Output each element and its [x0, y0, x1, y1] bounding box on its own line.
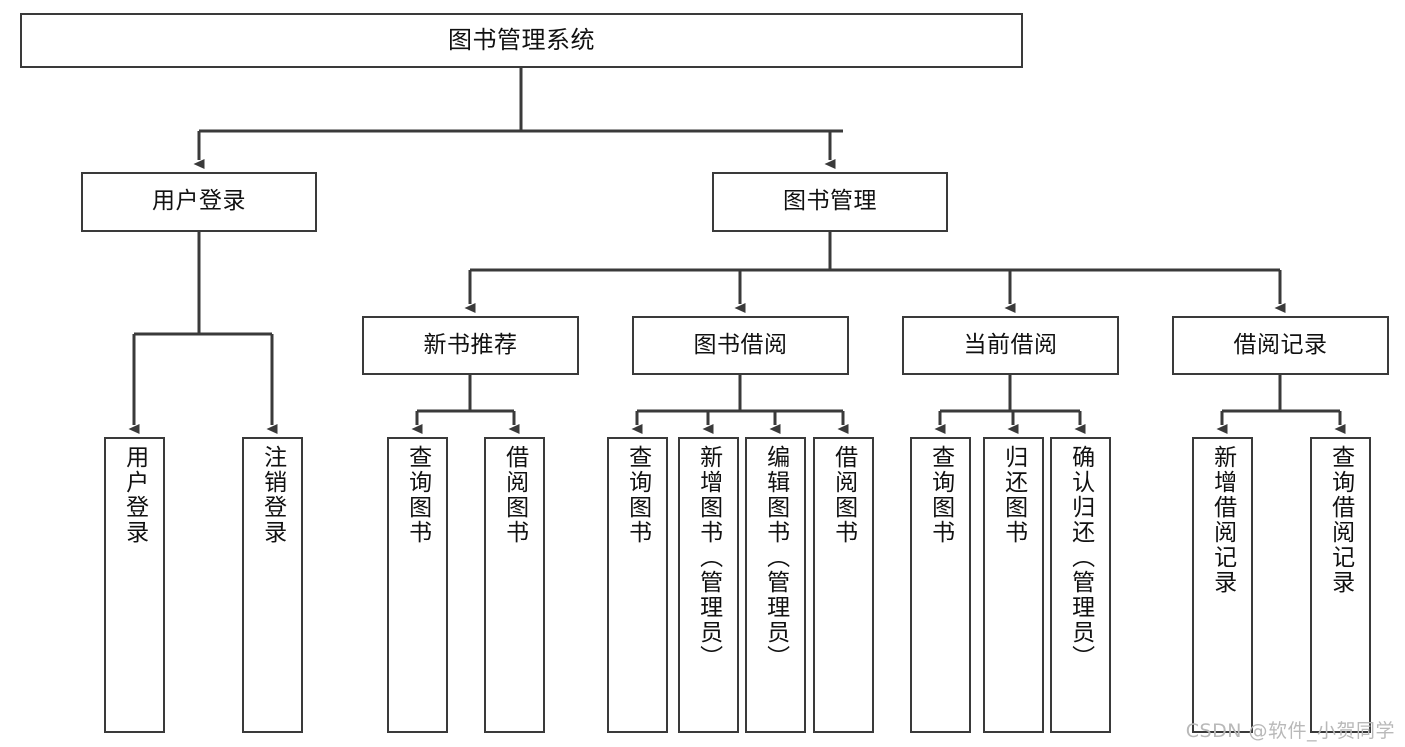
leaf-query-book-1-label: 查询图书	[404, 445, 431, 545]
leaf-user-logout-label: 注销登录	[259, 445, 286, 545]
node-book-manage-label: 图书管理	[783, 188, 877, 215]
leaf-query-book-2-label: 查询图书	[624, 445, 651, 545]
node-current-borrow-label: 当前借阅	[963, 331, 1058, 358]
node-current-borrow[interactable]: 当前借阅	[902, 316, 1119, 375]
node-borrow-record[interactable]: 借阅记录	[1172, 316, 1389, 375]
node-new-book-rec-label: 新书推荐	[423, 331, 518, 358]
leaf-borrow-book-1-label: 借阅图书	[501, 445, 528, 545]
node-root[interactable]: 图书管理系统	[20, 13, 1023, 68]
node-book-borrow-label: 图书借阅	[693, 331, 788, 358]
leaf-return-book[interactable]: 归还图书	[983, 437, 1044, 733]
leaf-edit-book[interactable]: 编辑图书（管理员）	[745, 437, 806, 733]
leaf-borrow-book-2[interactable]: 借阅图书	[813, 437, 874, 733]
leaf-confirm-return[interactable]: 确认归还（管理员）	[1050, 437, 1111, 733]
leaf-query-record[interactable]: 查询借阅记录	[1310, 437, 1371, 733]
node-book-borrow[interactable]: 图书借阅	[632, 316, 849, 375]
leaf-user-logout[interactable]: 注销登录	[242, 437, 303, 733]
leaf-query-record-label: 查询借阅记录	[1327, 445, 1354, 595]
node-book-manage[interactable]: 图书管理	[712, 172, 948, 232]
csdn-watermark: CSDN @软件_小贺同学	[1185, 720, 1395, 742]
leaf-add-record[interactable]: 新增借阅记录	[1192, 437, 1253, 733]
leaf-add-book-label: 新增图书（管理员）	[695, 445, 722, 670]
node-user-login[interactable]: 用户登录	[81, 172, 317, 232]
node-user-login-label: 用户登录	[152, 188, 246, 215]
leaf-query-book-3-label: 查询图书	[927, 445, 954, 545]
leaf-user-login-label: 用户登录	[121, 445, 148, 545]
leaf-user-login[interactable]: 用户登录	[104, 437, 165, 733]
node-root-label: 图书管理系统	[448, 26, 595, 55]
leaf-query-book-1[interactable]: 查询图书	[387, 437, 448, 733]
leaf-return-book-label: 归还图书	[1000, 445, 1027, 545]
node-borrow-record-label: 借阅记录	[1233, 331, 1328, 358]
leaf-confirm-return-label: 确认归还（管理员）	[1067, 445, 1094, 670]
leaf-add-book[interactable]: 新增图书（管理员）	[678, 437, 739, 733]
leaf-add-record-label: 新增借阅记录	[1209, 445, 1236, 595]
leaf-borrow-book-1[interactable]: 借阅图书	[484, 437, 545, 733]
leaf-edit-book-label: 编辑图书（管理员）	[762, 445, 789, 670]
leaf-query-book-2[interactable]: 查询图书	[607, 437, 668, 733]
leaf-query-book-3[interactable]: 查询图书	[910, 437, 971, 733]
node-new-book-rec[interactable]: 新书推荐	[362, 316, 579, 375]
leaf-borrow-book-2-label: 借阅图书	[830, 445, 857, 545]
